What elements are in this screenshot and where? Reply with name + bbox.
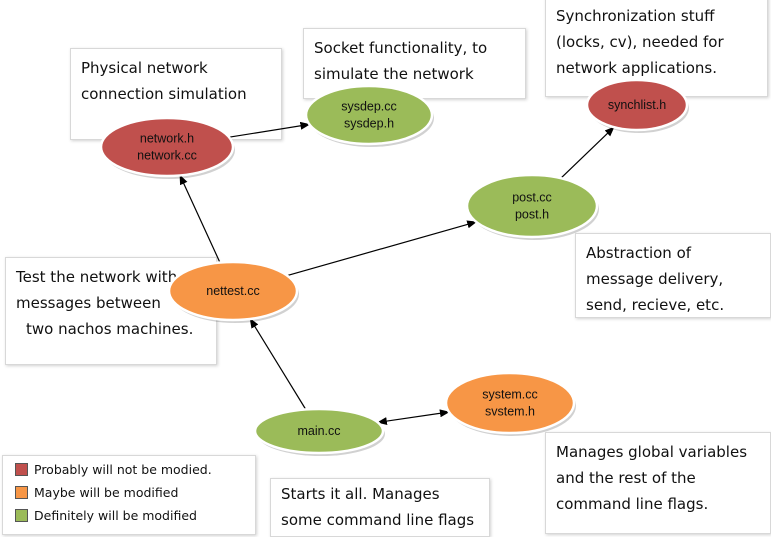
note-synchronization: Synchronization stuff (locks, cv), neede… — [545, 0, 768, 97]
node-label: post.cc — [512, 191, 552, 205]
node-label: sysdep.cc — [341, 100, 397, 114]
legend-item-green: Definitely will be modified — [15, 506, 197, 526]
note-line: Physical network — [81, 59, 208, 77]
note-socket-functionality: Socket functionality, to simulate the ne… — [303, 28, 526, 99]
edge-nettest-network — [179, 174, 221, 263]
edge-main-system — [376, 409, 450, 426]
node-network: network.h network.cc — [99, 116, 235, 179]
note-global-variables: Manages global variables and the rest of… — [545, 432, 771, 534]
node-label: nettest.cc — [206, 284, 260, 298]
edge-nettest-post — [287, 220, 478, 277]
note-line: messages between — [16, 294, 161, 312]
note-line: Test the network with — [16, 268, 178, 286]
legend-label: Maybe will be modified — [34, 485, 179, 500]
node-label: network.h — [140, 132, 194, 146]
edge-main-nettest — [249, 318, 307, 410]
node-nettest: nettest.cc — [167, 260, 299, 323]
node-label: main.cc — [297, 424, 340, 438]
green-swatch — [15, 509, 28, 522]
note-line: simulate the network — [314, 65, 474, 83]
legend-label: Definitely will be modified — [34, 508, 197, 523]
node-label: synchlist.h — [608, 98, 666, 112]
note-line: two nachos machines. — [26, 320, 194, 338]
edge-post-synchlist — [560, 126, 615, 179]
legend-item-orange: Maybe will be modified — [15, 483, 178, 503]
note-line: send, recieve, etc. — [586, 296, 725, 314]
node-shape — [253, 407, 385, 455]
note-line: command line flags. — [556, 495, 709, 513]
node-label: svstem.h — [485, 405, 535, 419]
red-swatch — [15, 463, 28, 476]
note-line: some command line flags — [281, 511, 475, 529]
node-shape — [167, 260, 299, 322]
node-shape — [444, 371, 576, 435]
note-line: Socket functionality, to — [314, 39, 488, 57]
node-system: system.cc svstem.h — [444, 371, 576, 436]
node-label: system.cc — [482, 388, 538, 402]
node-label: sysdep.h — [344, 117, 394, 131]
note-line: message delivery, — [586, 270, 724, 288]
orange-swatch — [15, 486, 28, 499]
node-shape — [465, 173, 599, 239]
node-shape — [304, 84, 434, 146]
legend: Probably will not be modied. Maybe will … — [2, 455, 256, 535]
node-main: main.cc — [253, 407, 385, 456]
edge-network-sysdep — [229, 121, 311, 138]
note-test-network: Test the network with messages between t… — [5, 257, 217, 365]
note-line: Abstraction of — [586, 244, 692, 262]
note-line: connection simulation — [81, 85, 247, 103]
legend-item-red: Probably will not be modied. — [15, 460, 212, 480]
note-line: Manages global variables — [556, 443, 748, 461]
note-line: and the rest of the — [556, 469, 696, 487]
legend-label: Probably will not be modied. — [34, 462, 212, 477]
node-shape — [585, 78, 689, 132]
note-line: Starts it all. Manages — [281, 485, 440, 503]
note-line: (locks, cv), needed for — [556, 33, 724, 51]
node-shape — [99, 116, 235, 178]
node-sysdep: sysdep.cc sysdep.h — [304, 84, 434, 147]
node-label: network.cc — [137, 149, 197, 163]
node-label: post.h — [515, 208, 549, 222]
note-line: network applications. — [556, 59, 718, 77]
note-line: Synchronization stuff — [556, 7, 715, 25]
node-synchlist: synchlist.h — [585, 78, 689, 133]
note-abstraction: Abstraction of message delivery, send, r… — [575, 233, 771, 318]
node-post: post.cc post.h — [465, 173, 599, 240]
